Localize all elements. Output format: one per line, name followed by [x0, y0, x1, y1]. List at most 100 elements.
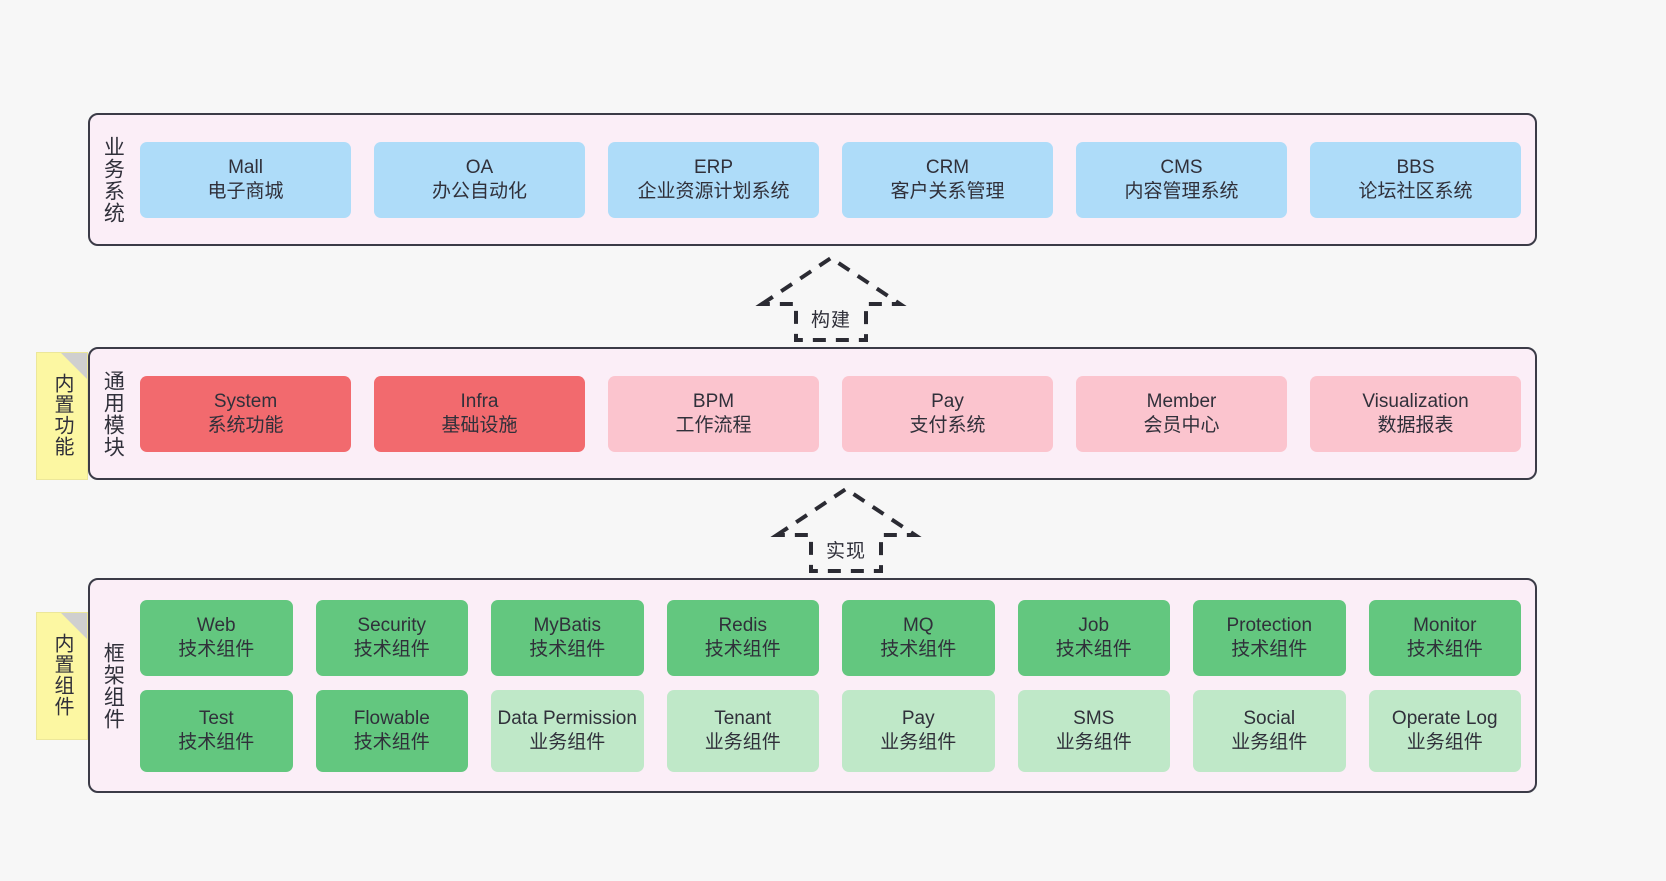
card-pay-cn: 支付系统	[909, 414, 986, 436]
note-builtin-function-label: 内置功能	[51, 373, 73, 457]
card-flowable-cn: 技术组件	[353, 731, 430, 753]
card-pay-business[interactable]: Pay 业务组件	[842, 689, 995, 772]
framework-business-row: Test 技术组件 Flowable 技术组件 Data Permission …	[140, 689, 1521, 772]
note-builtin-component: 内置组件	[36, 612, 88, 740]
card-monitor-cn: 技术组件	[1406, 638, 1483, 660]
card-sms-en: SMS	[1073, 708, 1115, 730]
card-oa-cn: 办公自动化	[431, 180, 527, 202]
card-monitor-en: Monitor	[1413, 615, 1477, 637]
card-crm-en: CRM	[925, 157, 970, 179]
card-operate-log-cn: 业务组件	[1406, 731, 1483, 753]
card-redis[interactable]: Redis 技术组件	[666, 599, 819, 676]
arrow-build-glyph	[755, 255, 907, 342]
layer-common-module: 通用模块 System 系统功能 Infra 基础设施 BPM 工作流程 Pay…	[88, 347, 1537, 480]
card-member-cn: 会员中心	[1143, 414, 1220, 436]
framework-tech-row: Web 技术组件 Security 技术组件 MyBatis 技术组件 Redi…	[140, 599, 1521, 676]
arrow-build-label: 构建	[810, 310, 851, 331]
card-system-en: System	[213, 391, 278, 413]
card-cms-en: CMS	[1160, 157, 1203, 179]
arrow-implement-glyph	[770, 486, 922, 573]
card-pay[interactable]: Pay 支付系统	[842, 375, 1053, 452]
card-crm[interactable]: CRM 客户关系管理	[842, 141, 1053, 218]
layer-common-module-body: System 系统功能 Infra 基础设施 BPM 工作流程 Pay 支付系统…	[134, 349, 1535, 478]
card-cms[interactable]: CMS 内容管理系统	[1076, 141, 1287, 218]
card-web[interactable]: Web 技术组件	[140, 599, 293, 676]
card-system[interactable]: System 系统功能	[140, 375, 351, 452]
card-redis-cn: 技术组件	[704, 638, 781, 660]
card-social[interactable]: Social 业务组件	[1193, 689, 1346, 772]
card-web-cn: 技术组件	[178, 638, 255, 660]
business-card-row: Mall 电子商城 OA 办公自动化 ERP 企业资源计划系统 CRM 客户关系…	[140, 141, 1521, 218]
layer-business-system-title: 业务系统	[101, 135, 125, 224]
card-test-cn: 技术组件	[178, 731, 255, 753]
card-cms-cn: 内容管理系统	[1124, 180, 1239, 202]
layer-framework-component: 框架组件 Web 技术组件 Security 技术组件 MyBatis 技术组件…	[88, 578, 1537, 793]
card-erp[interactable]: ERP 企业资源计划系统	[608, 141, 819, 218]
card-pay-business-cn: 业务组件	[880, 731, 957, 753]
card-flowable-en: Flowable	[353, 708, 430, 730]
common-card-row: System 系统功能 Infra 基础设施 BPM 工作流程 Pay 支付系统…	[140, 375, 1521, 452]
card-protection-en: Protection	[1226, 615, 1313, 637]
card-infra-en: Infra	[460, 391, 499, 413]
card-mall-en: Mall	[228, 157, 263, 179]
layer-framework-component-body: Web 技术组件 Security 技术组件 MyBatis 技术组件 Redi…	[134, 580, 1535, 791]
card-job-en: Job	[1078, 615, 1110, 637]
card-erp-cn: 企业资源计划系统	[637, 180, 790, 202]
card-bbs-en: BBS	[1396, 157, 1435, 179]
card-mybatis-en: MyBatis	[533, 615, 602, 637]
card-mybatis[interactable]: MyBatis 技术组件	[491, 599, 644, 676]
card-visualization-cn: 数据报表	[1377, 414, 1454, 436]
card-mq-cn: 技术组件	[880, 638, 957, 660]
card-bpm[interactable]: BPM 工作流程	[608, 375, 819, 452]
card-member-en: Member	[1146, 391, 1217, 413]
card-test-en: Test	[198, 708, 234, 730]
page-fold-icon	[61, 613, 87, 639]
card-tenant-cn: 业务组件	[704, 731, 781, 753]
card-operate-log-en: Operate Log	[1391, 708, 1498, 730]
card-system-cn: 系统功能	[207, 414, 284, 436]
card-erp-en: ERP	[693, 157, 734, 179]
layer-business-system-body: Mall 电子商城 OA 办公自动化 ERP 企业资源计划系统 CRM 客户关系…	[134, 115, 1535, 244]
arrow-implement: 实现	[770, 483, 922, 575]
card-operate-log[interactable]: Operate Log 业务组件	[1368, 689, 1521, 772]
card-mq-en: MQ	[902, 615, 934, 637]
card-sms-cn: 业务组件	[1055, 731, 1132, 753]
card-oa[interactable]: OA 办公自动化	[374, 141, 585, 218]
card-infra[interactable]: Infra 基础设施	[374, 375, 585, 452]
card-test[interactable]: Test 技术组件	[140, 689, 293, 772]
note-builtin-function: 内置功能	[36, 352, 88, 480]
card-mall[interactable]: Mall 电子商城	[140, 141, 351, 218]
card-bbs-cn: 论坛社区系统	[1358, 180, 1473, 202]
arrow-build: 构建	[755, 252, 907, 344]
card-member[interactable]: Member 会员中心	[1076, 375, 1287, 452]
card-visualization[interactable]: Visualization 数据报表	[1310, 375, 1521, 452]
card-security-cn: 技术组件	[353, 638, 430, 660]
card-oa-en: OA	[465, 157, 494, 179]
card-crm-cn: 客户关系管理	[890, 180, 1005, 202]
layer-framework-component-title: 框架组件	[101, 641, 125, 730]
card-protection[interactable]: Protection 技术组件	[1193, 599, 1346, 676]
card-bpm-cn: 工作流程	[675, 414, 752, 436]
card-data-permission-cn: 业务组件	[529, 731, 606, 753]
card-security[interactable]: Security 技术组件	[315, 599, 468, 676]
card-mq[interactable]: MQ 技术组件	[842, 599, 995, 676]
card-data-permission-en: Data Permission	[497, 708, 637, 730]
note-builtin-component-label: 内置组件	[51, 633, 73, 717]
card-job[interactable]: Job 技术组件	[1017, 599, 1170, 676]
card-security-en: Security	[357, 615, 427, 637]
arrow-implement-label: 实现	[825, 541, 866, 562]
card-flowable[interactable]: Flowable 技术组件	[315, 689, 468, 772]
card-bbs[interactable]: BBS 论坛社区系统	[1310, 141, 1521, 218]
card-sms[interactable]: SMS 业务组件	[1017, 689, 1170, 772]
card-tenant[interactable]: Tenant 业务组件	[666, 689, 819, 772]
card-protection-cn: 技术组件	[1231, 638, 1308, 660]
card-pay-en: Pay	[931, 391, 964, 413]
card-mall-cn: 电子商城	[207, 180, 284, 202]
card-visualization-en: Visualization	[1362, 391, 1469, 413]
card-mybatis-cn: 技术组件	[529, 638, 606, 660]
card-monitor[interactable]: Monitor 技术组件	[1368, 599, 1521, 676]
card-data-permission[interactable]: Data Permission 业务组件	[491, 689, 644, 772]
card-bpm-en: BPM	[692, 391, 735, 413]
layer-common-module-title: 通用模块	[101, 369, 125, 458]
card-pay-business-en: Pay	[901, 708, 935, 730]
